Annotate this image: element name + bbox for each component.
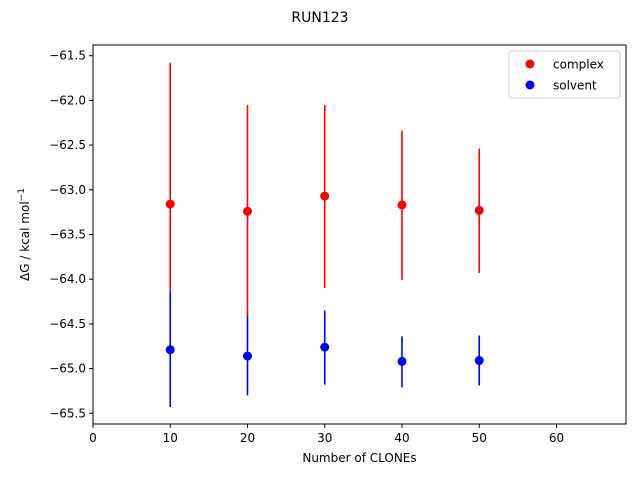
y-tick-label-7: −65.0 [49, 362, 86, 376]
plot-frame [92, 44, 627, 425]
y-tick-label-2: −62.5 [49, 138, 86, 152]
y-tick-label-3: −63.0 [49, 183, 86, 197]
point-solvent-3 [397, 356, 407, 366]
y-axis-label: ΔG / kcal mol−1 [17, 188, 32, 281]
x-tick-label-5: 50 [472, 431, 487, 445]
y-tick-label-5: −64.0 [49, 272, 86, 286]
x-tick-label-3: 30 [317, 431, 332, 445]
point-complex-4 [474, 205, 484, 215]
legend-marker-solvent [525, 80, 535, 90]
point-solvent-0 [165, 345, 175, 355]
plot-area [165, 62, 484, 408]
x-tick-label-1: 10 [163, 431, 178, 445]
point-complex-0 [165, 199, 175, 209]
legend-box [508, 50, 621, 99]
x-tick-label-6: 60 [549, 431, 564, 445]
y-tick-label-0: −61.5 [49, 49, 86, 63]
point-solvent-1 [242, 351, 252, 361]
point-solvent-4 [474, 356, 484, 366]
x-axis-label: Number of CLONEs [302, 451, 416, 465]
chart-title: RUN123 [291, 10, 348, 26]
legend-marker-complex [525, 59, 535, 69]
x-tick-label-2: 20 [240, 431, 255, 445]
x-tick-label-0: 0 [89, 431, 97, 445]
y-tick-label-1: −62.0 [49, 93, 86, 107]
y-axis-label-exponent: −1 [17, 188, 27, 201]
point-complex-3 [397, 200, 407, 210]
y-tick-label-8: −65.5 [49, 406, 86, 420]
axis-ticks: 0 10 20 30 40 50 60 −61.5 −62.0 −62.5 −63.0 −63.5 −6… [49, 49, 564, 445]
point-complex-2 [320, 191, 330, 201]
point-complex-1 [242, 206, 252, 216]
point-solvent-2 [320, 342, 330, 352]
x-tick-label-4: 40 [394, 431, 409, 445]
y-axis-label-main: ΔG / kcal mol [18, 201, 32, 281]
legend-label-solvent: solvent [553, 79, 597, 93]
y-tick-label-6: −64.5 [49, 317, 86, 331]
y-tick-label-4: −63.5 [49, 228, 86, 242]
legend-label-complex: complex [553, 58, 604, 72]
legend: complex solvent [508, 50, 621, 99]
